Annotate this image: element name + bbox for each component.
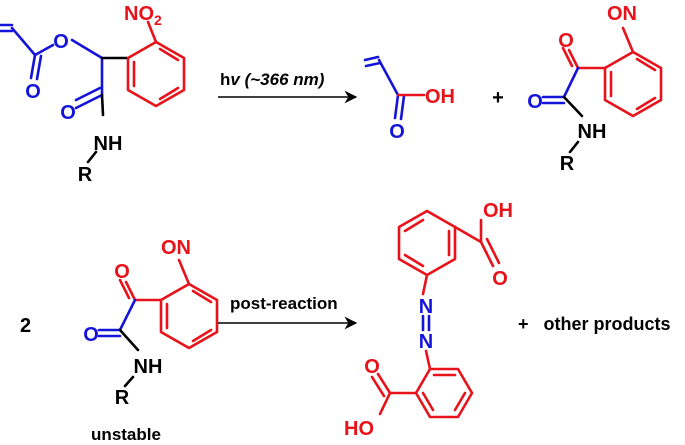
reactant-2-nitroso: ON	[161, 237, 191, 259]
azo-top-o: O	[492, 268, 508, 290]
reactant-1-carbonyl-o: O	[25, 81, 41, 103]
condition-1: hv (~366 nm)	[220, 70, 325, 89]
azo-n-bottom: N	[419, 331, 433, 353]
other-products-label: + other products	[518, 314, 671, 334]
azo-bottom-o: O	[364, 356, 380, 378]
reactant-2-caption: unstable	[91, 425, 161, 444]
reactant-2-ketone-o: O	[114, 261, 130, 283]
reactant-1-structure	[0, 20, 186, 164]
reactant-1-ester-o: O	[53, 31, 69, 53]
reactant-1-labels: O O O NH R NO2	[25, 3, 162, 186]
product-1-ketone-o: O	[558, 30, 574, 52]
product-1-nh: NH	[578, 121, 607, 143]
product-1-amide-o: O	[527, 91, 543, 113]
reactant-1-r: R	[78, 164, 93, 186]
acrylic-acid-oh: OH	[425, 86, 455, 108]
azo-product-structure	[370, 209, 501, 419]
acrylic-acid-o: O	[389, 121, 405, 143]
reactant-2-nh: NH	[134, 356, 163, 378]
reactant-2-amide-o: O	[83, 324, 99, 346]
reactant-1-amide-o: O	[60, 102, 76, 124]
reactant-1-nitro: NO2	[124, 3, 162, 28]
reactant-2-structure	[97, 258, 219, 388]
plus-sign-1: +	[492, 87, 504, 109]
product-1-structure	[541, 26, 663, 154]
product-1-r: R	[560, 153, 575, 175]
acrylic-acid-structure	[363, 55, 426, 121]
coefficient-2: 2	[20, 315, 31, 337]
azo-bottom-ho: HO	[344, 418, 374, 440]
azo-n-top: N	[419, 296, 433, 318]
condition-2: post-reaction	[230, 294, 338, 313]
reactant-1-nh: NH	[94, 133, 123, 155]
reactant-2-r: R	[115, 387, 130, 409]
azo-top-oh: OH	[483, 200, 513, 222]
product-1-nitroso: ON	[607, 3, 637, 25]
